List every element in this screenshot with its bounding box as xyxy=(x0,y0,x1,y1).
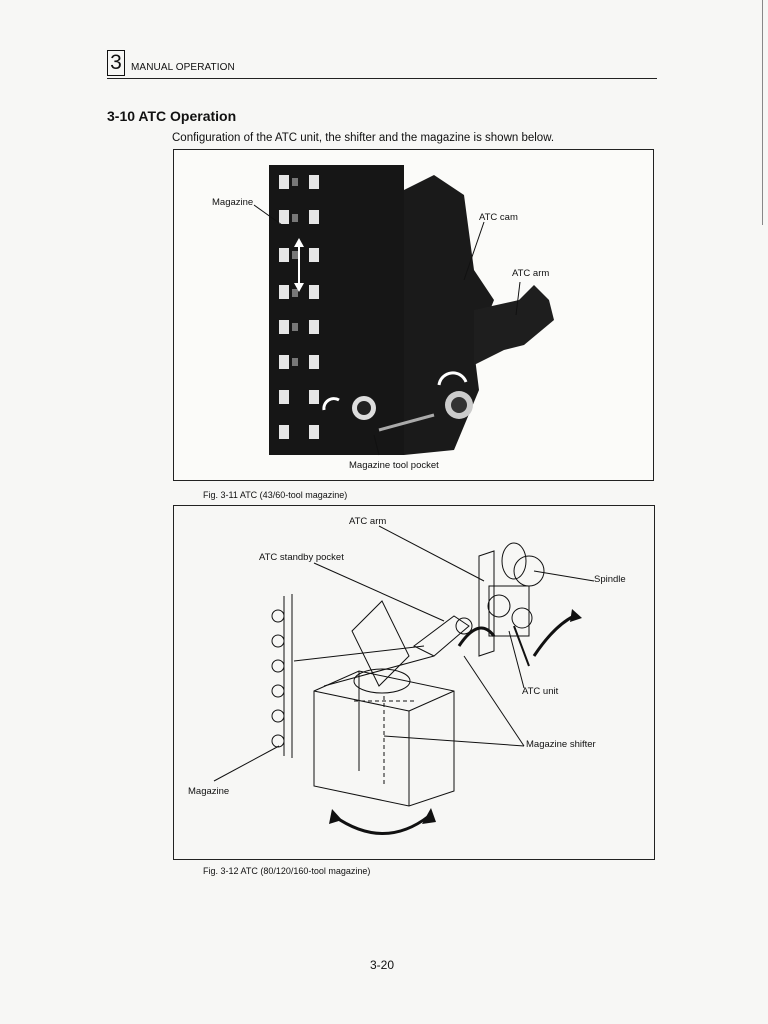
label-magazine-2: Magazine xyxy=(188,786,230,797)
label-atc-arm: ATC arm xyxy=(512,268,550,279)
intro-paragraph: Configuration of the ATC unit, the shift… xyxy=(172,132,555,144)
label-atc-unit: ATC unit xyxy=(522,686,559,697)
label-atc-cam: ATC cam xyxy=(479,212,518,223)
atc-line-drawing xyxy=(213,525,595,835)
figure-3-11-caption: Fig. 3-11 ATC (43/60-tool magazine) xyxy=(203,490,348,500)
label-atc-arm-2: ATC arm xyxy=(349,516,387,527)
chapter-title: MANUAL OPERATION xyxy=(131,62,235,73)
header-rule xyxy=(107,78,657,79)
label-atc-standby-pocket: ATC standby pocket xyxy=(259,552,344,563)
page-number: 3-20 xyxy=(370,958,395,972)
chapter-number-box: 3 xyxy=(107,50,125,76)
label-magazine: Magazine xyxy=(212,197,254,208)
figure-3-12: ATC arm ATC standby pocket Spindle ATC u… xyxy=(173,505,655,860)
figure-3-11: Magazine ATC cam ATC arm Magazine tool p… xyxy=(173,149,654,481)
figure-3-12-caption: Fig. 3-12 ATC (80/120/160-tool magazine) xyxy=(203,866,371,876)
atc-photo-illustration xyxy=(174,150,653,480)
margin-line xyxy=(762,0,763,225)
section-title: 3-10 ATC Operation xyxy=(107,108,237,124)
label-magazine-shifter: Magazine shifter xyxy=(526,739,596,750)
label-spindle: Spindle xyxy=(594,574,626,585)
label-magazine-tool-pocket: Magazine tool pocket xyxy=(349,460,439,471)
